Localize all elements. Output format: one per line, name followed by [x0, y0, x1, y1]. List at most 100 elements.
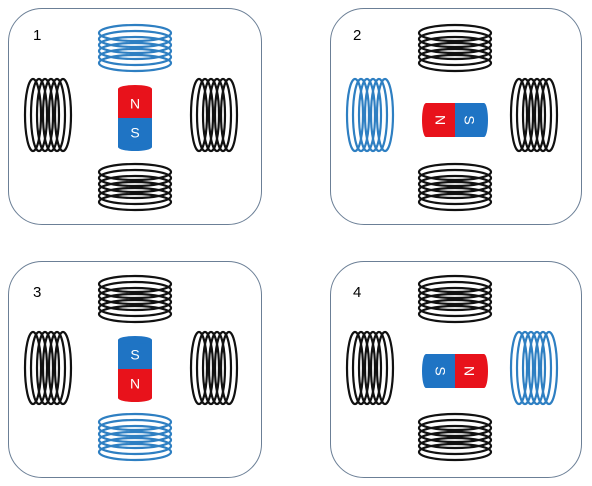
coil-turn — [97, 41, 173, 61]
coil-bottom — [97, 412, 173, 462]
coil-turn — [351, 77, 371, 153]
coil-left — [23, 77, 73, 153]
coil-turn — [97, 418, 173, 438]
magnet-top-cap — [118, 336, 152, 344]
coil-turn — [97, 274, 173, 294]
coil-turn — [417, 35, 493, 55]
coil-turn — [97, 304, 173, 324]
coil-turn — [47, 77, 67, 153]
coil-turn — [515, 77, 535, 153]
coil-right — [509, 77, 559, 153]
coil-turn — [363, 330, 383, 406]
coil-turn — [35, 77, 55, 153]
coil-turn — [417, 442, 493, 462]
coil-turn — [521, 77, 541, 153]
coil-turn — [97, 29, 173, 49]
coil-turn — [509, 77, 529, 153]
coil-turn — [375, 77, 395, 153]
coil-turn — [97, 168, 173, 188]
coil-turn — [527, 77, 547, 153]
coil-right — [189, 77, 239, 153]
coil-turn — [97, 53, 173, 73]
coil-turn — [97, 180, 173, 200]
magnet-pole-label: N — [462, 366, 478, 376]
coil-turn — [375, 330, 395, 406]
coil-turn — [539, 77, 559, 153]
coil-turn — [509, 330, 529, 406]
bar-magnet: SN — [118, 336, 152, 402]
coil-right — [189, 330, 239, 406]
coil-turn — [345, 77, 365, 153]
coil-turn — [417, 286, 493, 306]
coil-turn — [417, 186, 493, 206]
coil-turn — [195, 330, 215, 406]
coil-turn — [97, 192, 173, 212]
coil-turn — [201, 77, 221, 153]
coil-turn — [417, 53, 493, 73]
coil-turn — [417, 162, 493, 182]
magnet-half-2 — [118, 369, 152, 398]
panel-label: 3 — [33, 284, 42, 301]
coil-turn — [97, 286, 173, 306]
magnet-half-1 — [426, 103, 455, 137]
coil-turn — [41, 77, 61, 153]
coil-top — [97, 274, 173, 324]
magnet-half-2 — [118, 118, 152, 147]
coil-turn — [357, 77, 377, 153]
coil-turn — [417, 168, 493, 188]
coil-turn — [417, 274, 493, 294]
coil-turn — [363, 77, 383, 153]
magnet-bottom-cap — [118, 394, 152, 402]
coil-turn — [23, 330, 43, 406]
coil-turn — [97, 47, 173, 67]
coil-turn — [219, 330, 239, 406]
coil-turn — [357, 330, 377, 406]
coil-turn — [41, 330, 61, 406]
coil-turn — [527, 330, 547, 406]
coil-turn — [97, 292, 173, 312]
coil-turn — [417, 436, 493, 456]
coil-turn — [97, 186, 173, 206]
coil-turn — [417, 418, 493, 438]
coil-turn — [417, 298, 493, 318]
coil-top — [417, 23, 493, 73]
coil-turn — [213, 77, 233, 153]
coil-turn — [533, 330, 553, 406]
coil-turn — [417, 180, 493, 200]
coil-turn — [97, 174, 173, 194]
coil-turn — [369, 330, 389, 406]
coil-turn — [189, 77, 209, 153]
coil-turn — [97, 442, 173, 462]
magnet-left-cap — [422, 354, 430, 388]
magnet-half-2 — [455, 103, 484, 137]
coil-turn — [189, 330, 209, 406]
magnet-bottom-cap — [118, 143, 152, 151]
coil-turn — [97, 430, 173, 450]
coil-bottom — [97, 162, 173, 212]
coil-turn — [47, 330, 67, 406]
coil-turn — [53, 330, 73, 406]
coil-turn — [97, 424, 173, 444]
coil-turn — [97, 412, 173, 432]
coil-turn — [97, 23, 173, 43]
magnet-pole-label: N — [433, 115, 449, 125]
coil-bottom — [417, 162, 493, 212]
coil-turn — [417, 47, 493, 67]
coil-left — [23, 330, 73, 406]
coil-top — [97, 23, 173, 73]
coil-turn — [97, 298, 173, 318]
magnet-pole-label: N — [130, 96, 140, 112]
coil-turn — [417, 424, 493, 444]
coil-turn — [23, 77, 43, 153]
magnet-right-cap — [480, 354, 488, 388]
coil-turn — [417, 29, 493, 49]
coil-turn — [29, 330, 49, 406]
magnet-half-1 — [426, 354, 455, 388]
coil-turn — [207, 77, 227, 153]
coil-turn — [417, 412, 493, 432]
coil-turn — [195, 77, 215, 153]
